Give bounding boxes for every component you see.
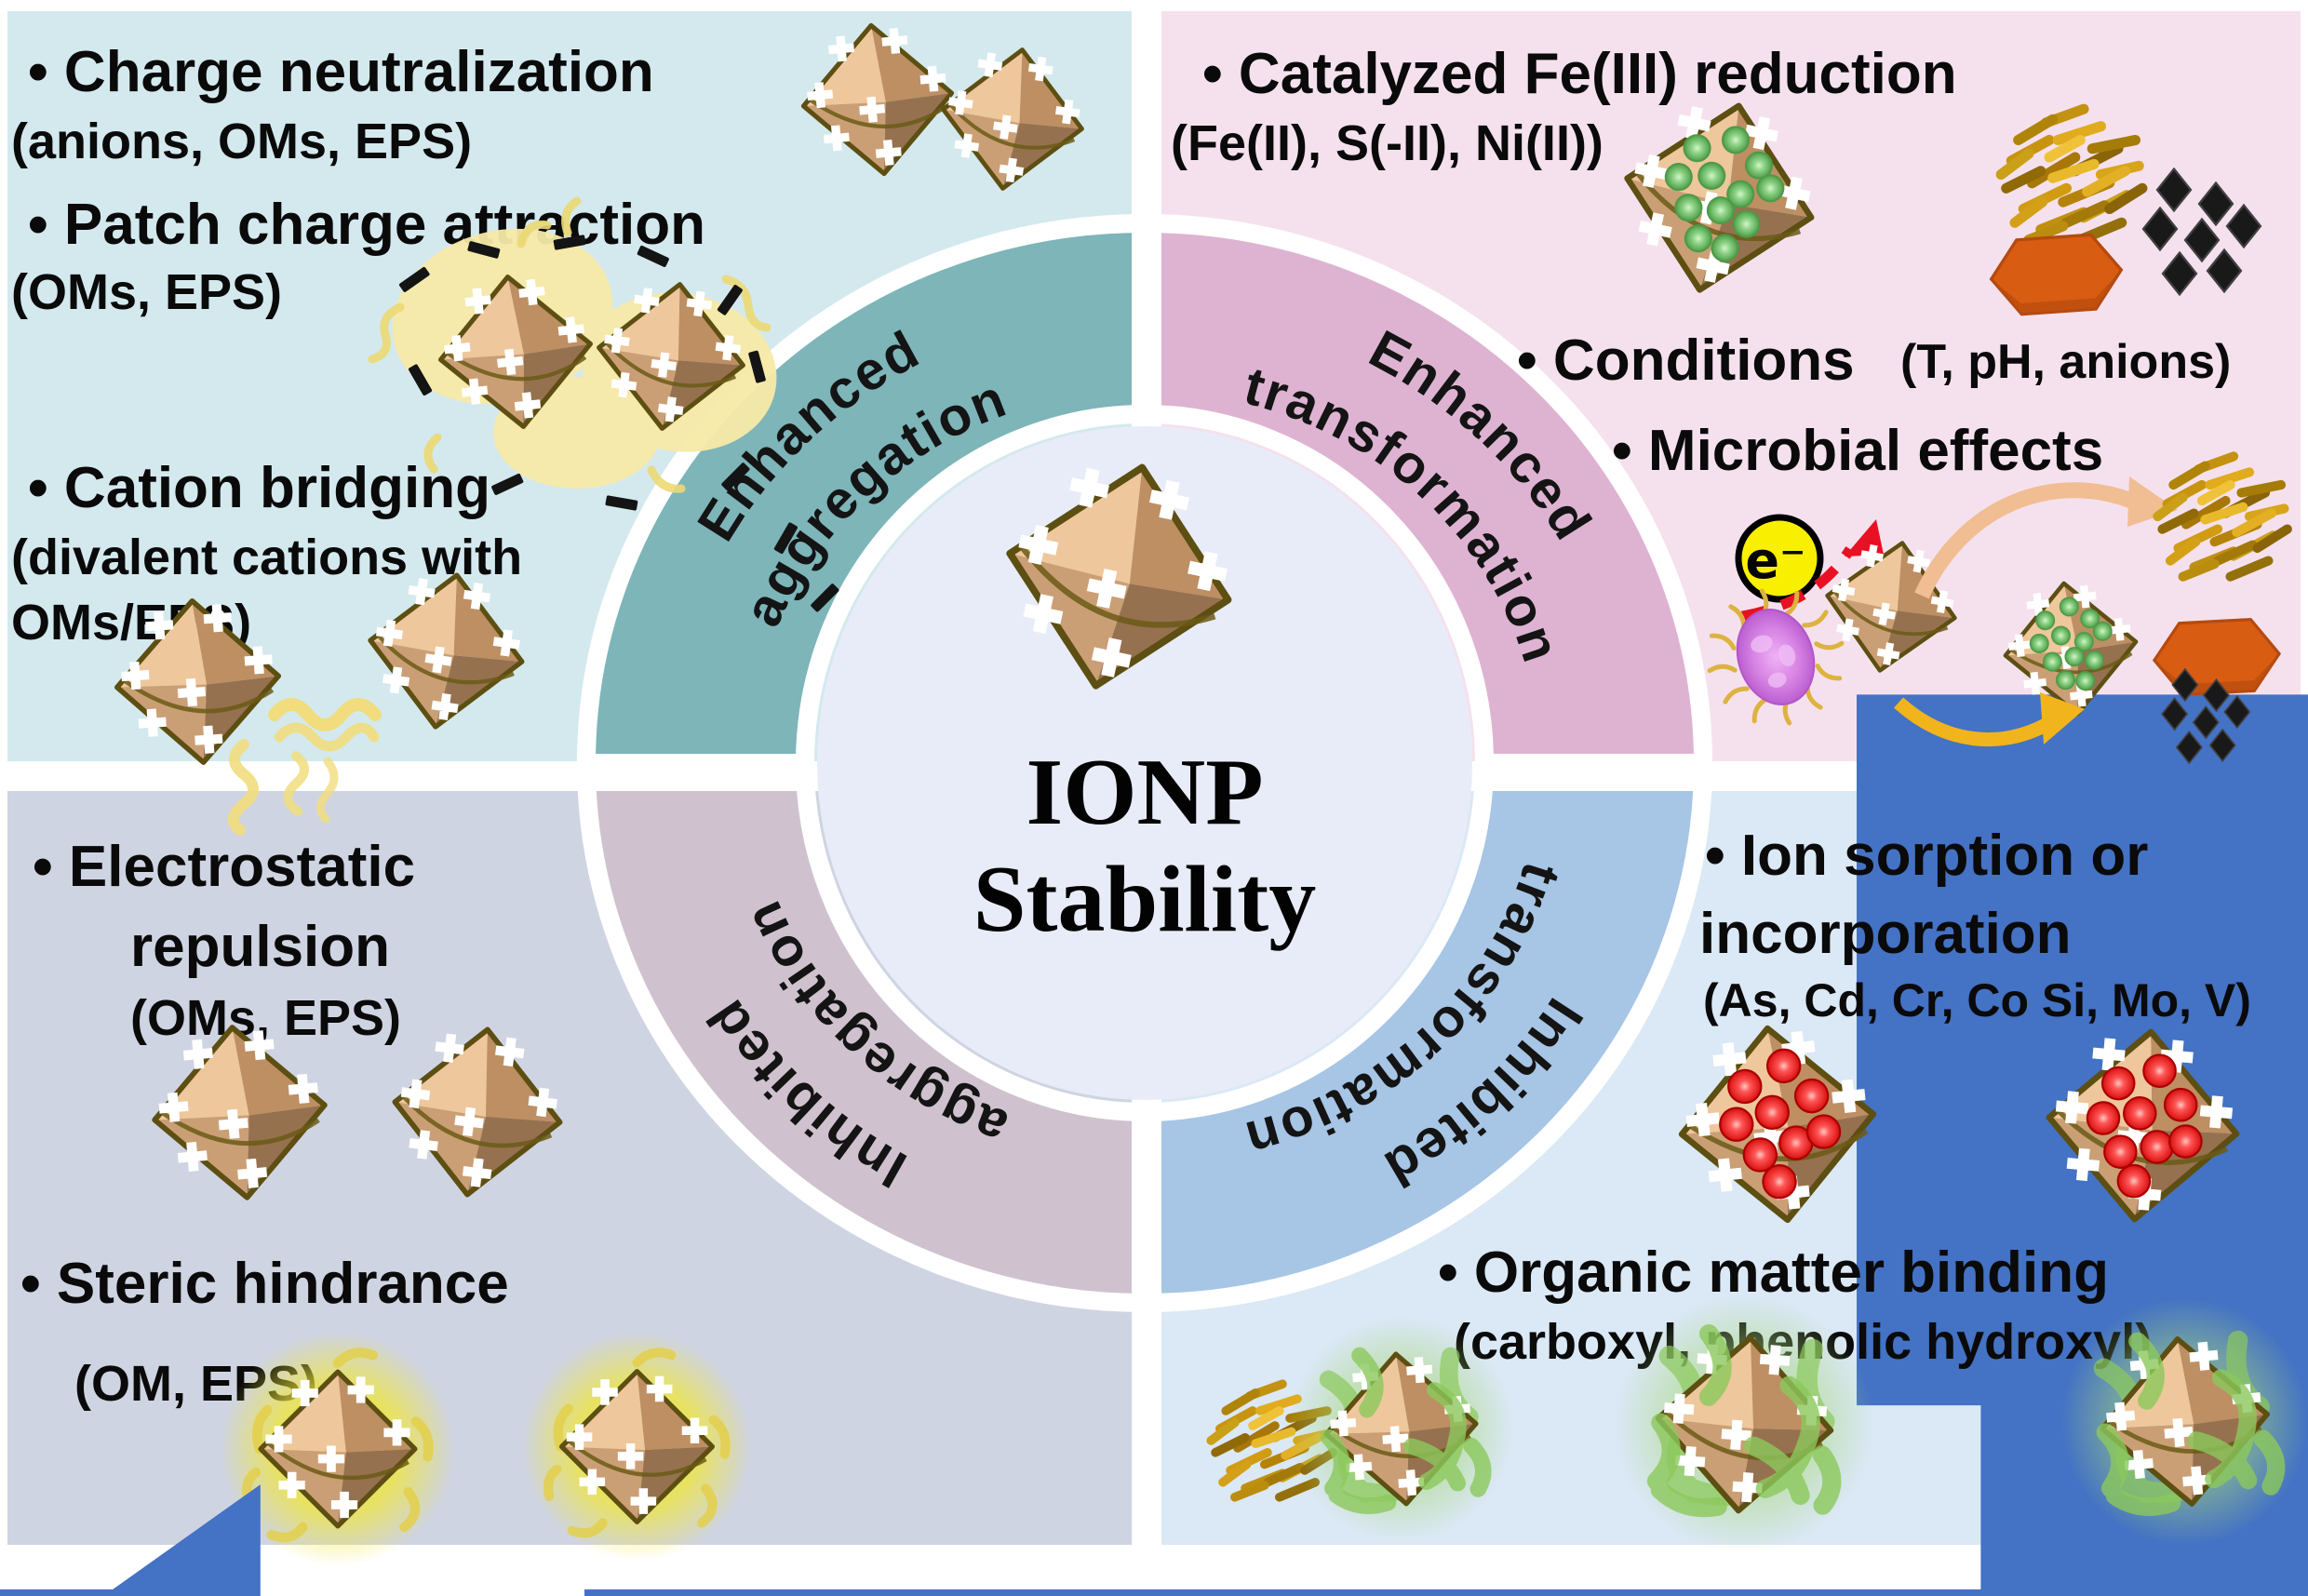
ring-sector-inhibited-aggregation — [577, 754, 1154, 1312]
note-electrostatic: (OMs, EPS) — [130, 990, 401, 1046]
bullet-patch-charge-attraction: • Patch charge attraction — [28, 193, 705, 257]
note-cation-bridging-line1: (divalent cations with — [11, 530, 522, 585]
ring-sector-inhibited-transformation — [1135, 754, 1712, 1312]
microbe-icon — [1707, 588, 1845, 726]
section-enhanced-aggregation: • Charge neutralization (anions, OMs, EP… — [11, 19, 1092, 836]
bullet-steric-hindrance: • Steric hindrance — [20, 1252, 509, 1316]
electron-badge-icon — [1735, 514, 1824, 603]
bullet-conditions: • Conditions — [1517, 329, 1855, 393]
note-conditions: (T, pH, anions) — [1900, 335, 2231, 389]
patch-charge-pair-icon — [368, 196, 839, 612]
ring-sector-enhanced-aggregation — [577, 214, 1154, 772]
note-ion-sorption: (As, Cd, Cr, Co Si, Mo, V) — [1703, 974, 2251, 1026]
center-title-line2: Stability — [973, 847, 1316, 952]
bullet-electrostatic-line1: • Electrostatic — [33, 835, 415, 899]
bullet-electrostatic-line2: repulsion — [130, 915, 390, 979]
eps-strands-icon — [368, 196, 772, 493]
note-charge-neutralization: (anions, OMs, EPS) — [11, 114, 472, 169]
ring-sector-enhanced-transformation — [1135, 214, 1712, 772]
bullet-ion-sorption-line1: • Ion sorption or — [1705, 824, 2148, 888]
nanoparticle-eps-coated-icon — [523, 1333, 752, 1562]
section-enhanced-transformation: • Catalyzed Fe(III) reduction (Fe(II), S… — [1171, 42, 2308, 1596]
bullet-charge-neutralization: • Charge neutralization — [28, 40, 654, 104]
negative-charge-dashes-icon — [398, 235, 839, 612]
center-title-line1: IONP — [1027, 740, 1264, 845]
microbial-effects-scene: e⁻ — [1707, 456, 2288, 764]
note-patch-charge-attraction: (OMs, EPS) — [11, 264, 282, 320]
electron-label: e⁻ — [1745, 531, 1805, 590]
section-inhibited-transformation: • Ion sorption or incorporation (As, Cd,… — [0, 824, 2308, 1596]
bullet-catalyzed-reduction: • Catalyzed Fe(III) reduction — [1202, 42, 1957, 106]
bullet-ion-sorption-line2: incorporation — [1699, 902, 2072, 966]
bullet-microbial-effects: • Microbial effects — [1612, 419, 2103, 483]
cation-bridging-icon — [112, 565, 533, 836]
bullet-cation-bridging: • Cation bridging — [28, 456, 490, 520]
center-circle — [817, 426, 1472, 1100]
note-catalyzed-reduction: (Fe(II), S(-II), Ni(II)) — [1171, 115, 1604, 171]
cation-bridge-strand-icon — [228, 698, 382, 836]
secondary-mineral-arrow-icon — [1893, 692, 2085, 746]
bullet-organic-matter-binding: • Organic matter binding — [1438, 1241, 2109, 1305]
section-inhibited-aggregation: • Electrostatic repulsion (OMs, EPS) • S… — [0, 835, 2308, 1596]
